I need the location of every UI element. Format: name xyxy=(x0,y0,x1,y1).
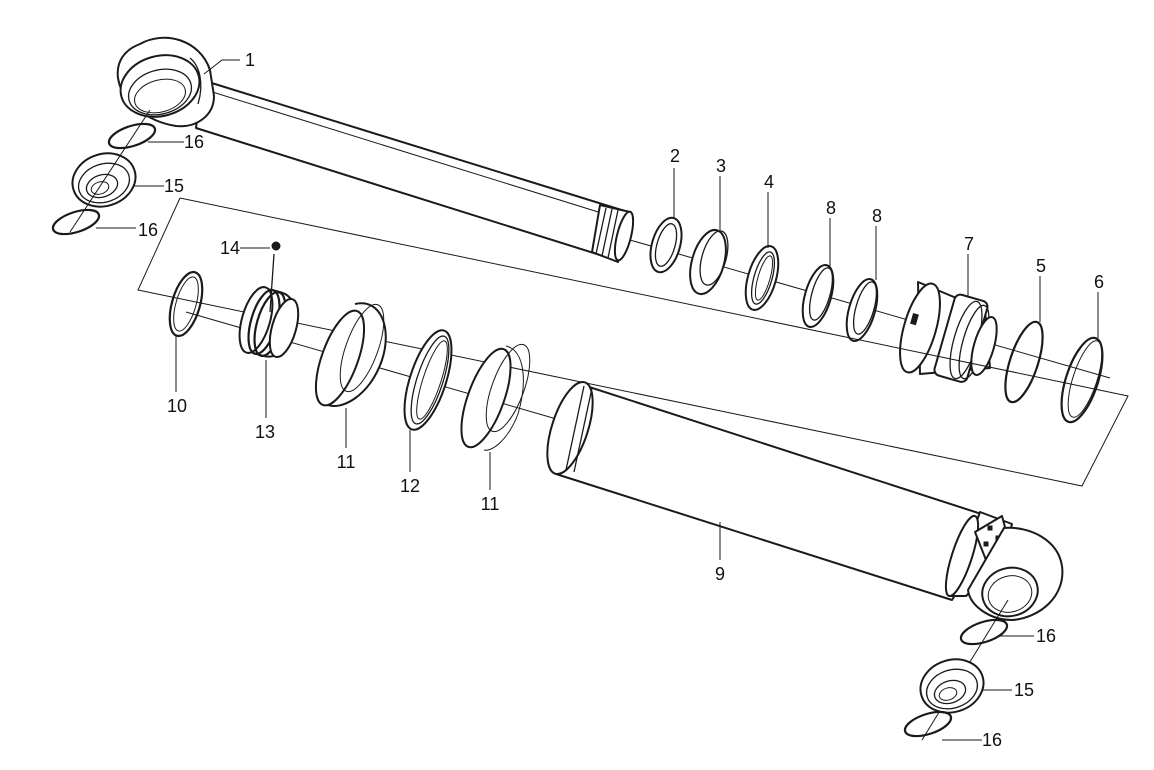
callout-7: 7 xyxy=(964,234,974,254)
seal-part-2 xyxy=(649,216,683,274)
callout-11b: 11 xyxy=(481,494,500,514)
callout-16c: 16 xyxy=(1036,626,1056,646)
piston-part-13 xyxy=(238,253,300,359)
callout-5: 5 xyxy=(1036,256,1046,276)
callout-4: 4 xyxy=(764,172,774,192)
callout-8b: 8 xyxy=(872,206,882,226)
callout-leaders xyxy=(96,59,1099,741)
wear-ring-part-11a xyxy=(314,302,387,407)
callout-10: 10 xyxy=(167,396,187,416)
callout-9: 9 xyxy=(715,564,725,584)
callout-14: 14 xyxy=(220,238,240,258)
retaining-ring-lower xyxy=(959,618,1009,646)
callout-13: 13 xyxy=(255,422,275,442)
callout-1: 1 xyxy=(245,50,255,70)
ring-part-8b xyxy=(845,278,879,342)
callout-11a: 11 xyxy=(337,452,356,472)
cylinder-barrel-part xyxy=(546,381,1064,621)
callout-8a: 8 xyxy=(826,198,836,218)
callout-2: 2 xyxy=(670,146,680,166)
callout-12: 12 xyxy=(400,476,420,496)
backup-ring-part-6 xyxy=(1060,336,1104,424)
ring-part-8a xyxy=(801,264,835,328)
seal-part-4 xyxy=(744,245,780,311)
wear-ring-part-11b xyxy=(460,343,531,451)
callout-15a: 15 xyxy=(164,176,184,196)
oring-part-5 xyxy=(1004,320,1044,404)
piston-rod-part xyxy=(116,36,635,263)
seal-part-3 xyxy=(689,228,729,296)
callout-16d: 16 xyxy=(982,730,1002,750)
retaining-ring-upper-lower xyxy=(51,208,101,236)
retaining-ring-lower-lower xyxy=(903,710,953,738)
retaining-ring-upper xyxy=(107,122,157,150)
bushing-lower xyxy=(919,658,985,714)
seal-part-12 xyxy=(403,329,453,431)
seal-part-10 xyxy=(168,270,204,338)
assembly-axis-line xyxy=(69,109,151,233)
callout-6: 6 xyxy=(1094,272,1104,292)
callout-labels: 1 2 3 4 8 8 7 5 6 10 13 11 12 11 9 14 16… xyxy=(138,50,1104,750)
exploded-group-outline xyxy=(137,197,1129,487)
callout-3: 3 xyxy=(716,156,726,176)
setscrew-part-14 xyxy=(271,241,281,251)
callout-16a: 16 xyxy=(184,132,204,152)
callout-15b: 15 xyxy=(1014,680,1034,700)
gland-part-7 xyxy=(899,281,998,383)
callout-16b: 16 xyxy=(138,220,158,240)
